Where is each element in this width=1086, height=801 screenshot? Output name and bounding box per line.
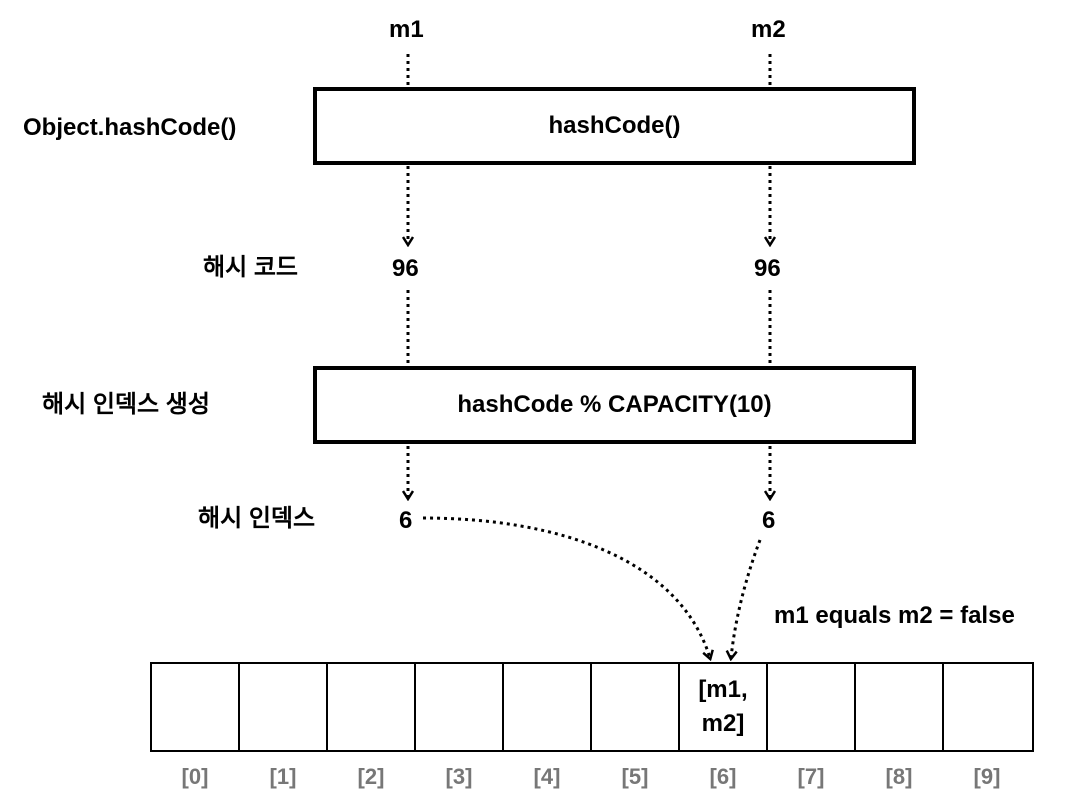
bucket-index-7: [7] (797, 764, 825, 789)
bucket-index-0: [0] (181, 764, 209, 789)
bucket-7 (766, 662, 856, 752)
bucket-index-8: [8] (885, 764, 913, 789)
hash-index-create-label: 해시 인덱스 생성 (42, 391, 210, 418)
bucket-9 (942, 662, 1034, 752)
object-hashcode-label: Object.hashCode() (23, 114, 237, 141)
bucket-index-6: [6] (709, 764, 737, 789)
m2-hash-code-value: 96 (754, 255, 781, 282)
bucket-6-content: [m1, m2] (698, 676, 748, 737)
bucket-4 (502, 662, 592, 752)
m2-label: m2 (751, 16, 786, 43)
index-box-label: hashCode % CAPACITY(10) (457, 391, 772, 418)
hashcode-box-label: hashCode() (548, 112, 681, 139)
bucket-8 (854, 662, 944, 752)
m2-bucket-arrow (731, 539, 762, 658)
m1-label: m1 (389, 16, 424, 43)
bucket-5 (590, 662, 680, 752)
bucket-1 (238, 662, 328, 752)
bucket-index-1: [1] (269, 764, 297, 789)
bucket-index-2: [2] (357, 764, 385, 789)
m1-bucket-arrow (422, 516, 710, 658)
m2-hash-index-value: 6 (762, 507, 776, 534)
bucket-index-9: [9] (973, 764, 1001, 789)
m1-hash-code-value: 96 (392, 255, 419, 282)
bucket-3 (414, 662, 504, 752)
index-box: hashCode % CAPACITY(10) (313, 366, 916, 444)
bucket-2 (326, 662, 416, 752)
bucket-index-4: [4] (533, 764, 561, 789)
equals-note: m1 equals m2 = false (774, 602, 1015, 629)
hashcode-box: hashCode() (313, 87, 916, 165)
hash-code-label: 해시 코드 (203, 254, 298, 281)
bucket-6: [m1, m2] (678, 662, 768, 752)
hash-index-label: 해시 인덱스 (198, 505, 316, 532)
m1-hash-index-value: 6 (399, 507, 413, 534)
bucket-index-3: [3] (445, 764, 473, 789)
bucket-0 (150, 662, 240, 752)
bucket-index-5: [5] (621, 764, 649, 789)
